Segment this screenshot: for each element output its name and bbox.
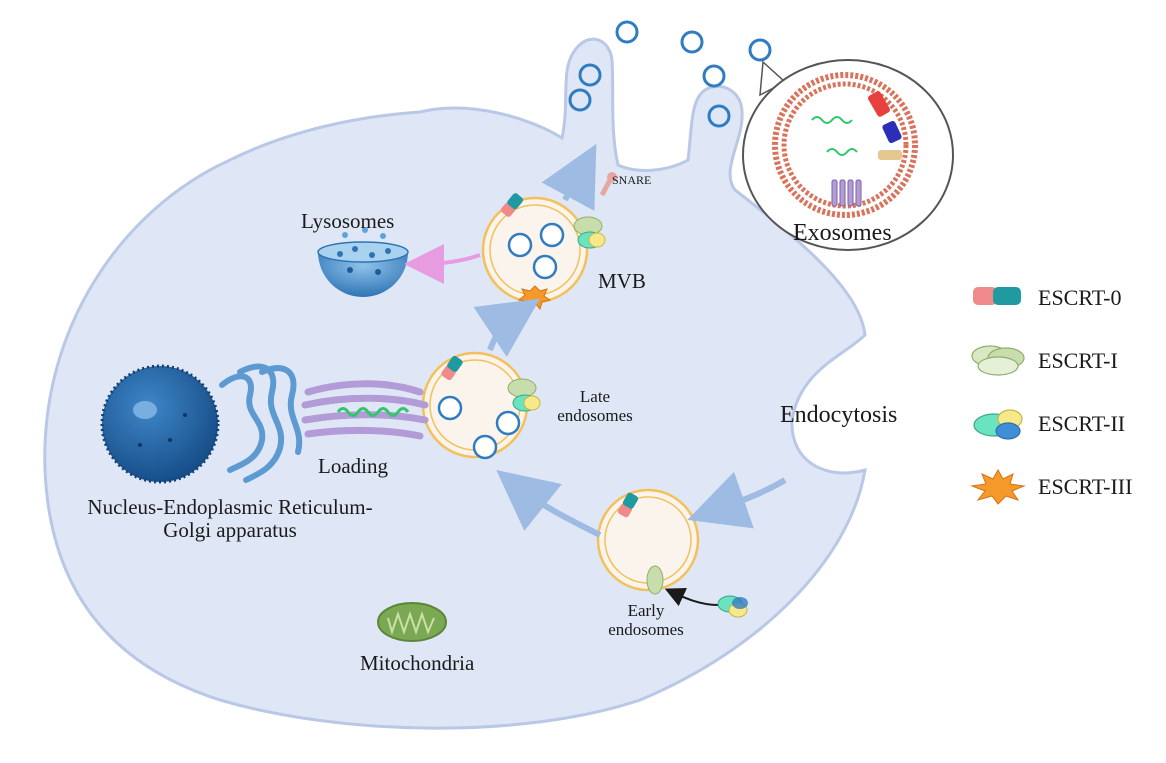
legend-item-escrt1: ESCRT-I (968, 340, 1158, 380)
exosome-rna (826, 148, 858, 156)
late-to-mvb-arrow (473, 298, 540, 357)
legend-item-escrt0: ESCRT-0 (968, 277, 1158, 317)
exosome-bilayer-inner (781, 81, 909, 209)
mvb-to-lysosome-arrow (404, 243, 481, 284)
early-to-late-arrow (496, 470, 602, 538)
exosome-zoom-callout (742, 59, 954, 251)
cargo-rna (336, 407, 410, 417)
mvb-to-membrane-arrow (541, 143, 597, 211)
endoplasmic-reticulum (219, 363, 303, 483)
exosome-vesicle (615, 20, 639, 44)
released-exosomes (615, 20, 772, 88)
escrt-recruit-arrow (664, 587, 719, 607)
loading-label: Loading (318, 454, 388, 478)
exosome-protein-beige (878, 150, 902, 160)
exosome-bilayer-outer (772, 72, 918, 218)
exosome-tetraspanin (831, 179, 862, 207)
late-endosome-escrt0 (441, 355, 463, 381)
early-endosome-escrt0 (617, 492, 639, 518)
exosome-vesicle (748, 38, 772, 62)
early-endosomes-label: Early endosomes (596, 601, 696, 639)
late-endosomes-label: Late endosomes (550, 387, 640, 425)
early-endosomes-line2: endosomes (608, 619, 684, 639)
legend-label-escrt0: ESCRT-0 (1038, 285, 1122, 310)
snare-protein (599, 172, 617, 197)
legend-item-escrt3: ESCRT-III (968, 466, 1158, 506)
escrt2-icon (973, 409, 1023, 440)
mvb-escrt0 (500, 193, 524, 217)
late-endosomes-line1: Late (579, 387, 611, 406)
legend-item-escrt2: ESCRT-II (968, 403, 1158, 443)
late-endosomes-line2: endosomes (557, 405, 633, 425)
nucleus-er-golgi-line2: Golgi apparatus (163, 518, 297, 543)
exosome-protein-blue (882, 120, 902, 144)
nucleus-er-golgi-line1: Nucleus-Endoplasmic Reticulum- (87, 495, 373, 519)
exosome-vesicle (702, 64, 726, 88)
exosome-vesicle (680, 30, 704, 54)
lysosomes-label: Lysosomes (301, 209, 395, 233)
late-endosome (421, 351, 541, 460)
exosome-rna (811, 116, 853, 124)
escrt3-icon (970, 468, 1026, 505)
nucleus-er-golgi-label: Nucleus-Endoplasmic Reticulum- Golgi app… (60, 495, 400, 543)
exosome-protein-red (868, 91, 890, 117)
mvb-label: MVB (598, 269, 646, 293)
late-endosome-escrt-complex (507, 378, 541, 412)
golgi-apparatus (301, 380, 429, 440)
legend-label-escrt1: ESCRT-I (1038, 348, 1118, 373)
mvb-escrt-complex (573, 216, 606, 249)
endocytosis-arrow (687, 471, 787, 529)
endocytosis-label: Endocytosis (780, 402, 898, 428)
budding-vesicles (568, 63, 731, 128)
free-escrt-complex (717, 595, 748, 618)
exosomes-label: Exosomes (793, 220, 892, 246)
escrt1-icon (971, 345, 1025, 376)
legend-label-escrt2: ESCRT-II (1038, 411, 1126, 436)
legend-label-escrt3: ESCRT-III (1038, 474, 1133, 499)
early-endosome (596, 488, 700, 595)
mitochondria (377, 602, 447, 642)
snare-label: SNARE (612, 173, 652, 187)
mvb (481, 193, 606, 311)
escrt0-icon (973, 287, 1021, 305)
mitochondria-label: Mitochondria (360, 651, 475, 675)
early-endosome-escrt1 (646, 565, 664, 595)
early-endosomes-line1: Early (627, 601, 665, 620)
nucleus (100, 364, 220, 484)
